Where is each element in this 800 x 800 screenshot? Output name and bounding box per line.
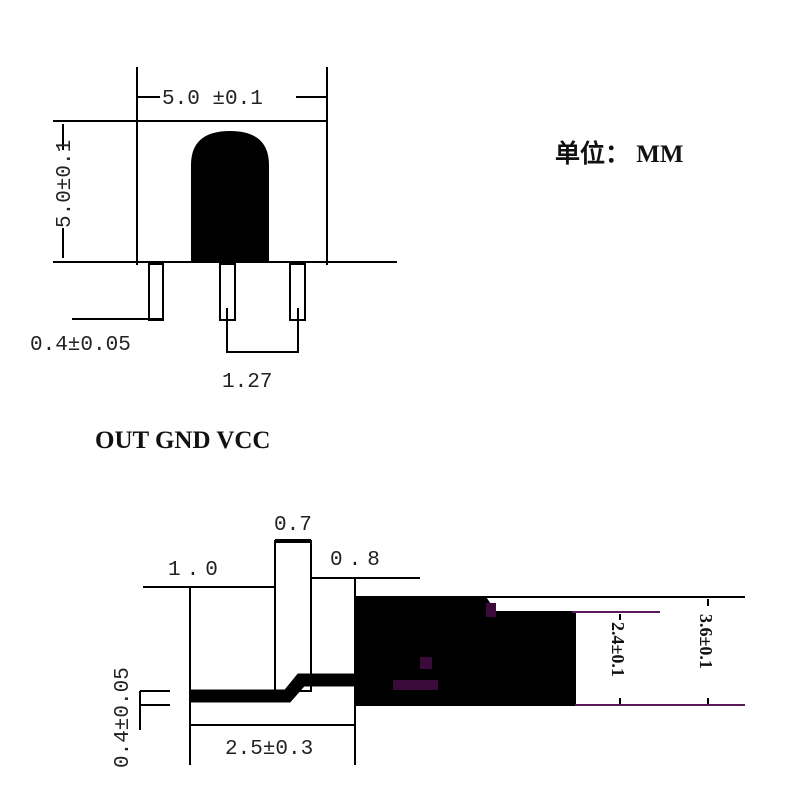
lead-width-dimension: 0.4±0.05: [30, 334, 131, 357]
dim-0-7: 0.7: [274, 514, 312, 537]
pin-labels: OUT GND VCC: [95, 427, 271, 454]
lead-side: [189, 673, 361, 703]
total-height-dimension: 3.6±0.1: [696, 614, 716, 669]
sensor-body-side: [354, 596, 576, 706]
sensor-body: [191, 130, 269, 263]
lead-thickness-dimension: 0.4±0.05: [112, 667, 135, 768]
top-view: [53, 67, 397, 353]
side-view: [139, 539, 745, 765]
dim-1-0: 1.0: [168, 559, 224, 582]
dim-0-8: 0.8: [330, 549, 386, 572]
pitch-dimension: 1.27: [222, 371, 272, 394]
inner-height-dimension: 2.4±0.1: [608, 622, 628, 677]
height-dimension: 5.0±0.1: [54, 140, 77, 228]
lead-length-dimension: 2.5±0.3: [225, 738, 313, 761]
pin-out: [148, 263, 164, 321]
width-dimension: 5.0 ±0.1: [162, 88, 263, 111]
unit-label: 单位： MM: [555, 139, 683, 168]
